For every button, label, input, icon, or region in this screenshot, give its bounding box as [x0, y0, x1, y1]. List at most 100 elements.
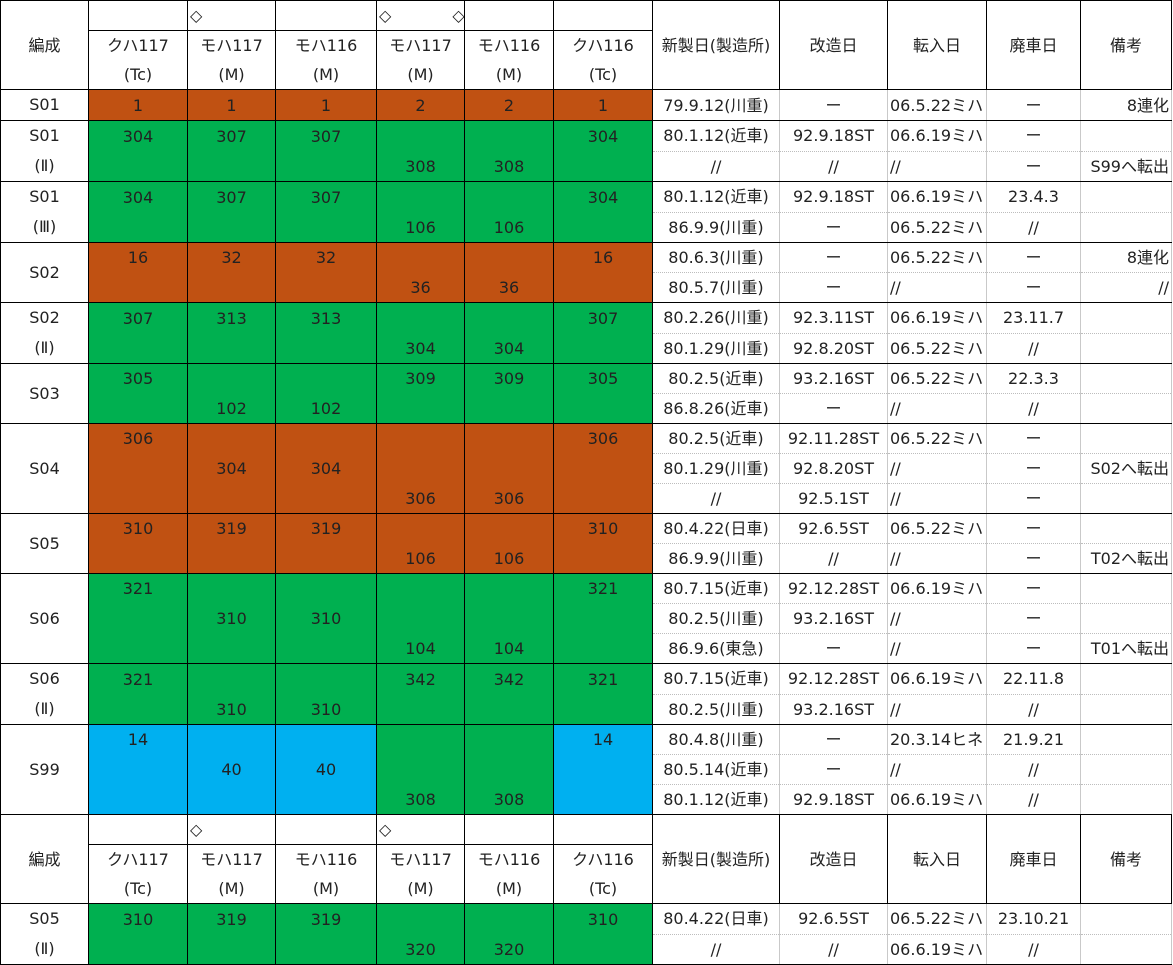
transfer-date: 06.6.19ミハ — [887, 120, 987, 152]
formation-header: 編成 — [0, 0, 89, 90]
car-number: 36 — [464, 272, 554, 303]
built-date: 80.4.22(日車) — [652, 903, 780, 935]
remarks — [1080, 120, 1172, 152]
transfer-date: 06.5.22ミハ — [887, 212, 987, 243]
car-number — [275, 483, 377, 514]
modified-date: ー — [779, 393, 888, 424]
transfer-date: 06.5.22ミハ — [887, 89, 987, 121]
modified-date: ー — [779, 272, 888, 303]
car-number — [88, 483, 188, 514]
car-number: 36 — [376, 272, 465, 303]
car-number — [187, 543, 276, 574]
car-number: 320 — [464, 934, 554, 965]
formation-name: S02 — [29, 308, 60, 327]
car-diamond-mark — [553, 814, 653, 845]
car-number — [187, 272, 276, 303]
car-number: 307 — [88, 302, 188, 333]
modified-date: // — [779, 543, 888, 574]
formation-name: S01 — [29, 187, 60, 206]
car-number — [553, 453, 653, 484]
transfer-date: 06.6.19ミハ — [887, 663, 987, 695]
car-type-label: クハ116 — [553, 30, 653, 60]
car-number — [464, 754, 554, 785]
car-diamond-mark: ◇ — [187, 814, 276, 845]
car-number — [187, 573, 276, 604]
remarks — [1080, 513, 1172, 544]
built-date: // — [652, 934, 780, 965]
car-number — [553, 603, 653, 634]
remarks — [1080, 903, 1172, 935]
remarks: S02へ転出 — [1080, 453, 1172, 484]
remarks — [1080, 393, 1172, 424]
built-date: 80.7.15(近車) — [652, 573, 780, 604]
formation-name: S01 — [29, 126, 60, 145]
car-number: 304 — [275, 453, 377, 484]
modified-date: 92.9.18ST — [779, 784, 888, 815]
car-number — [88, 333, 188, 364]
column-header: 改造日 — [779, 0, 888, 90]
car-number — [187, 483, 276, 514]
built-date: 80.1.29(川重) — [652, 453, 780, 484]
car-number — [464, 724, 554, 755]
car-number — [553, 784, 653, 815]
built-date: 86.9.6(東急) — [652, 633, 780, 664]
remarks — [1080, 603, 1172, 634]
transfer-date: 06.6.19ミハ — [887, 302, 987, 334]
transfer-date: // — [887, 151, 987, 182]
formation-subtitle: (Ⅱ) — [34, 338, 55, 357]
remarks — [1080, 754, 1172, 785]
formation-name: S99 — [29, 759, 60, 779]
car-number — [376, 573, 465, 604]
built-date: 86.8.26(近車) — [652, 393, 780, 424]
transfer-date: 06.6.19ミハ — [887, 784, 987, 815]
built-date: 79.9.12(川重) — [652, 89, 780, 121]
built-date: 80.1.12(近車) — [652, 120, 780, 152]
car-number — [275, 333, 377, 364]
car-number — [464, 423, 554, 454]
car-number: 106 — [464, 212, 554, 243]
car-number: 309 — [376, 363, 465, 394]
modified-date: 93.2.16ST — [779, 363, 888, 394]
car-number — [553, 754, 653, 785]
car-number: 304 — [88, 181, 188, 212]
car-number — [275, 212, 377, 243]
formation-name: S05 — [29, 909, 60, 928]
car-number: 2 — [376, 89, 465, 121]
car-number — [464, 603, 554, 634]
car-number — [553, 151, 653, 182]
built-date: 80.2.5(近車) — [652, 423, 780, 454]
car-number — [376, 724, 465, 755]
car-number — [376, 603, 465, 634]
car-number — [88, 603, 188, 634]
column-header: 備考 — [1080, 814, 1172, 904]
transfer-date: // — [887, 694, 987, 725]
car-diamond-mark — [464, 814, 554, 845]
car-diamond-mark — [275, 0, 377, 31]
car-number — [464, 181, 554, 212]
modified-date: 92.9.18ST — [779, 181, 888, 213]
car-number: 307 — [187, 181, 276, 212]
retire-date: ー — [986, 483, 1081, 514]
car-number — [275, 363, 377, 394]
remarks: 8連化 — [1080, 242, 1172, 273]
car-number — [275, 573, 377, 604]
formation-name-cell: S05 — [0, 513, 89, 574]
retire-date: // — [986, 694, 1081, 725]
built-date: 80.7.15(近車) — [652, 663, 780, 695]
car-number — [553, 272, 653, 303]
car-number — [187, 724, 276, 755]
car-number — [275, 663, 377, 694]
car-type-label: モハ116 — [275, 844, 377, 874]
car-number — [553, 333, 653, 364]
car-number: 305 — [553, 363, 653, 394]
car-number: 304 — [553, 120, 653, 151]
car-number: 313 — [275, 302, 377, 333]
car-number: 304 — [88, 120, 188, 151]
car-number: 319 — [275, 513, 377, 544]
car-number — [464, 573, 554, 604]
